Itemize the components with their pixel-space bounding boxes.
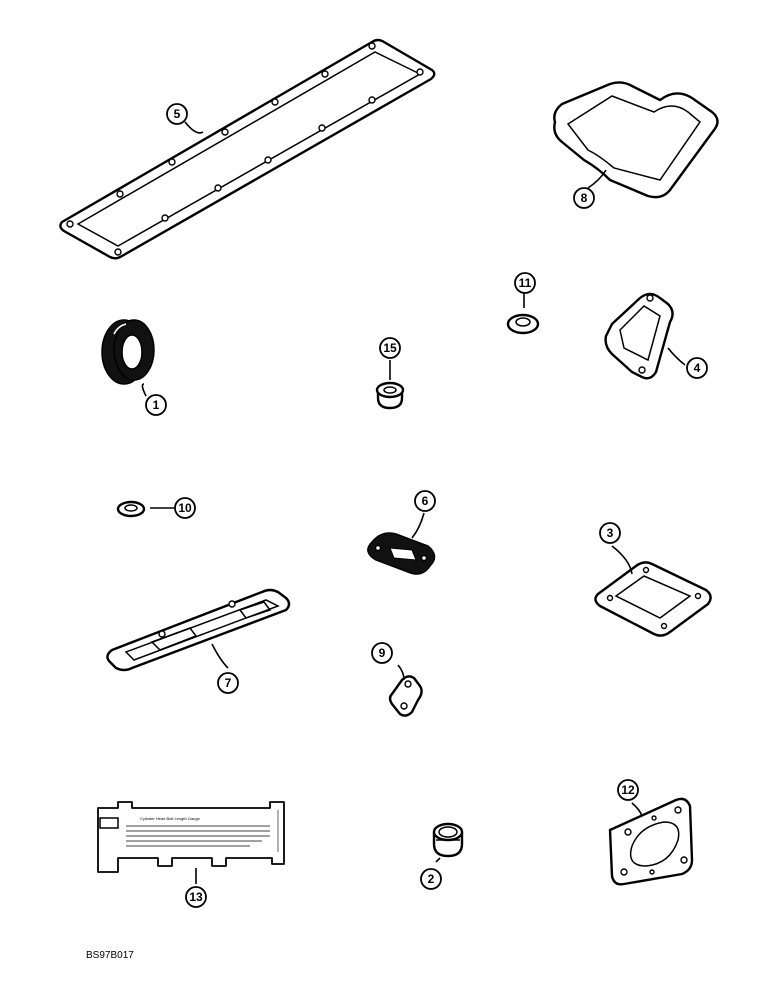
part-7-intake-gasket bbox=[106, 588, 291, 672]
part-12-exhaust-gasket bbox=[608, 797, 694, 886]
callout-5-number: 5 bbox=[174, 107, 181, 121]
callout-10-number: 10 bbox=[178, 501, 192, 515]
callout-6-number: 6 bbox=[422, 494, 429, 508]
callout-2: 2 bbox=[420, 868, 442, 890]
callout-12-number: 12 bbox=[621, 783, 635, 797]
callout-1: 1 bbox=[145, 394, 167, 416]
callout-15-number: 15 bbox=[383, 341, 397, 355]
part-4-gasket bbox=[604, 292, 674, 380]
callout-5: 5 bbox=[166, 103, 188, 125]
callout-11-number: 11 bbox=[519, 276, 532, 290]
leader-lines bbox=[141, 121, 686, 884]
callout-7-number: 7 bbox=[225, 676, 232, 690]
callout-9: 9 bbox=[371, 642, 393, 664]
part-11-seal-washer bbox=[506, 313, 540, 335]
callout-12: 12 bbox=[617, 779, 639, 801]
callout-9-number: 9 bbox=[379, 646, 386, 660]
gauge-decal-title: Cylinder Head Bolt Length Gauge bbox=[140, 816, 201, 821]
part-13-gauge-decal: Cylinder Head Bolt Length Gauge bbox=[97, 801, 285, 873]
part-9-small-gasket bbox=[388, 675, 423, 717]
callout-7: 7 bbox=[217, 672, 239, 694]
part-5-long-gasket bbox=[59, 38, 436, 260]
callout-4-number: 4 bbox=[694, 361, 701, 375]
callout-13: 13 bbox=[185, 886, 207, 908]
part-6-gasket bbox=[367, 532, 436, 575]
figure-code: BS97B017 bbox=[86, 950, 134, 961]
part-2-cup-plug bbox=[432, 822, 464, 858]
callout-15: 15 bbox=[379, 337, 401, 359]
callout-3: 3 bbox=[599, 522, 621, 544]
part-8-cover-gasket bbox=[553, 81, 719, 199]
callout-10: 10 bbox=[174, 497, 196, 519]
callout-3-number: 3 bbox=[607, 526, 614, 540]
callout-2-number: 2 bbox=[428, 872, 435, 886]
callout-13-number: 13 bbox=[189, 890, 203, 904]
callout-8-number: 8 bbox=[581, 191, 588, 205]
part-3-turbo-gasket bbox=[594, 561, 712, 637]
part-1-seal bbox=[101, 319, 155, 385]
part-15-plug bbox=[375, 381, 405, 410]
callout-1-number: 1 bbox=[153, 398, 160, 412]
callout-8: 8 bbox=[573, 187, 595, 209]
callout-6: 6 bbox=[414, 490, 436, 512]
part-10-washer bbox=[116, 500, 146, 518]
callout-11: 11 bbox=[514, 272, 536, 294]
callout-4: 4 bbox=[686, 357, 708, 379]
